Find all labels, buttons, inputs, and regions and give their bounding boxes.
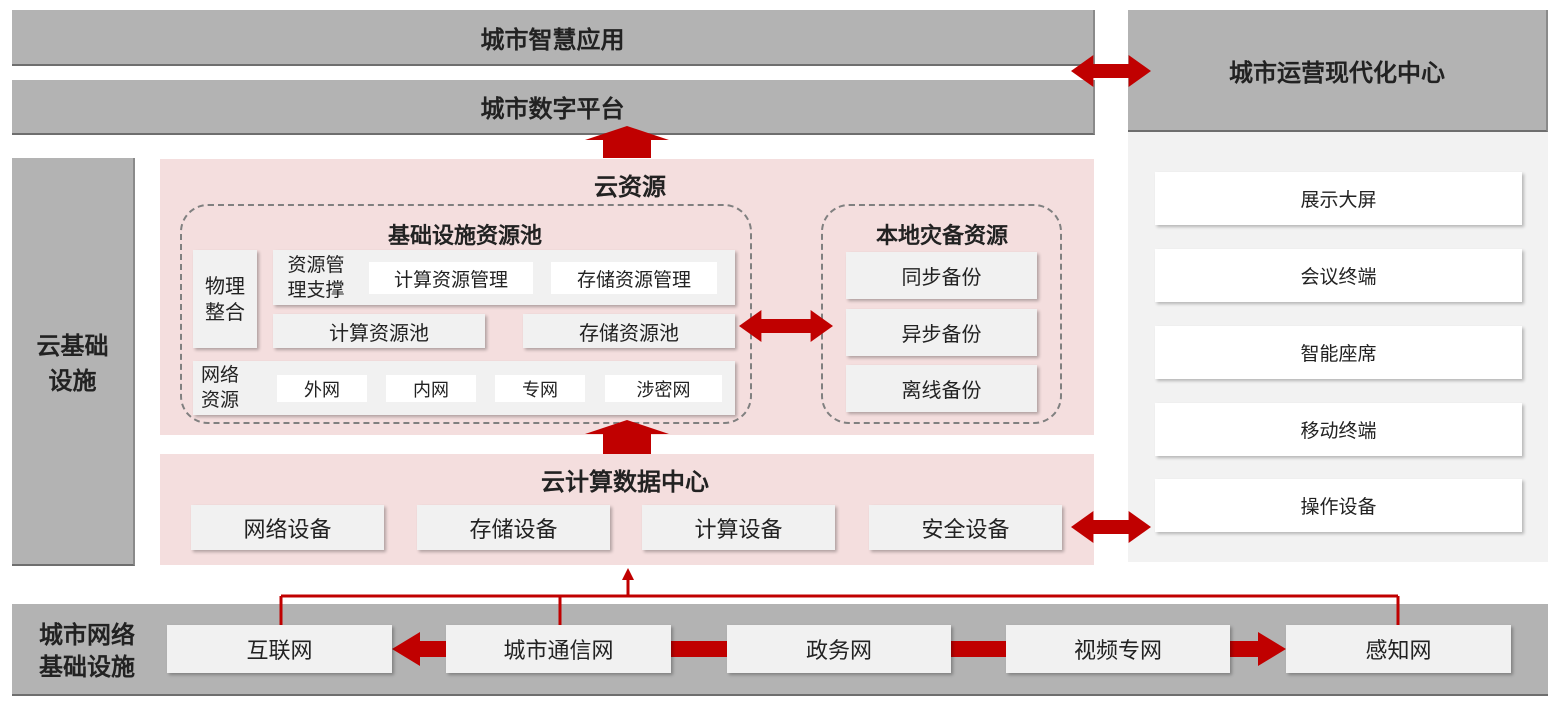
- net-sensing-box: 感知网: [1286, 625, 1511, 673]
- infra-net-label: 政务网: [805, 639, 872, 664]
- net-classified-box: 涉密网: [605, 375, 722, 402]
- device-security-box: 安全设备: [869, 505, 1062, 550]
- cloud-infra-line2: 设施: [48, 367, 97, 395]
- infra-dr-double-arrow: [739, 310, 833, 342]
- dr-item-label: 同步备份: [901, 265, 982, 289]
- compute-pool-box: 计算资源池: [273, 314, 485, 348]
- dr-item-label: 异步备份: [901, 322, 982, 346]
- ops-item-mobile: 移动终端: [1155, 403, 1522, 456]
- infra-net-label: 城市通信网: [503, 639, 614, 664]
- net-external-box: 外网: [277, 375, 367, 402]
- net-gov-box: 政务网: [727, 625, 951, 673]
- dr-title-text: 本地灾备资源: [875, 224, 1008, 249]
- infra-net-label: 感知网: [1365, 639, 1432, 664]
- net-dedicated-box: 专网: [495, 375, 585, 402]
- ops-item-label: 智能座席: [1300, 343, 1377, 365]
- storage-mgmt-label: 存储资源管理: [576, 268, 691, 291]
- gov-video-bar: [951, 641, 1006, 657]
- network-infra-label: 城市网络 基础设施: [14, 616, 160, 686]
- dr-item-label: 离线备份: [901, 378, 982, 402]
- dr-group: [821, 204, 1062, 424]
- net-internet-box: 互联网: [167, 625, 392, 673]
- ops-item-operation: 操作设备: [1155, 479, 1522, 532]
- dr-offline-box: 离线备份: [846, 365, 1037, 412]
- network-res-line1: 网络: [200, 364, 239, 386]
- ops-item-label: 会议终端: [1300, 266, 1377, 288]
- infra-pool-group: [180, 204, 752, 424]
- storage-pool-label: 存储资源池: [579, 320, 679, 345]
- device-label: 网络设备: [243, 517, 332, 543]
- compute-mgmt-label: 计算资源管理: [393, 268, 508, 291]
- mgmt-support-line2: 理支撑: [287, 279, 345, 301]
- net-label: 涉密网: [636, 379, 691, 401]
- network-infra-line2: 基础设施: [39, 653, 135, 681]
- mgmt-support-label: 资源管 理支撑: [276, 252, 356, 304]
- network-resource-label: 网络 资源: [193, 362, 247, 414]
- device-ops-double-arrow: [1071, 511, 1151, 543]
- digital-platform-label: 城市数字平台: [480, 95, 625, 123]
- digital-platform-bar: 城市数字平台: [12, 80, 1095, 135]
- cloud-infra-line1: 云基础: [36, 332, 109, 360]
- ops-platform-double-arrow: [1071, 55, 1151, 87]
- net-label: 外网: [304, 379, 340, 401]
- ops-item-seat: 智能座席: [1155, 326, 1522, 379]
- net-video-box: 视频专网: [1006, 625, 1230, 673]
- ops-item-label: 操作设备: [1300, 496, 1377, 518]
- physical-line2: 整合: [205, 300, 245, 324]
- smart-apps-label: 城市智慧应用: [480, 25, 625, 54]
- datacenter-title: 云计算数据中心: [490, 462, 760, 496]
- ops-item-label: 移动终端: [1300, 420, 1377, 442]
- cloud-resource-title-text: 云资源: [594, 172, 666, 201]
- video-sensing-arrow: [1230, 632, 1286, 666]
- device-storage-box: 存储设备: [417, 505, 610, 550]
- compute-pool-label: 计算资源池: [329, 320, 429, 345]
- telecom-internet-arrow: [392, 632, 446, 666]
- datacenter-to-resource-arrow: [585, 420, 669, 454]
- infra-pool-title-text: 基础设施资源池: [387, 224, 542, 249]
- device-label: 安全设备: [921, 517, 1010, 543]
- device-compute-box: 计算设备: [642, 505, 835, 550]
- connector-up-arrowhead: [622, 568, 634, 580]
- ops-item-label: 展示大屏: [1300, 189, 1377, 211]
- mgmt-support-line1: 资源管: [287, 254, 345, 276]
- network-res-line2: 资源: [200, 389, 239, 411]
- datacenter-title-text: 云计算数据中心: [541, 467, 709, 496]
- infra-net-label: 互联网: [246, 639, 313, 664]
- network-infra-line1: 城市网络: [39, 621, 135, 649]
- ops-item-conference: 会议终端: [1155, 249, 1522, 302]
- dr-title: 本地灾备资源: [832, 218, 1052, 250]
- net-label: 专网: [522, 379, 558, 401]
- dr-async-box: 异步备份: [846, 309, 1037, 356]
- ops-item-display: 展示大屏: [1155, 172, 1522, 225]
- net-city-telecom-box: 城市通信网: [446, 625, 671, 673]
- compute-mgmt-box: 计算资源管理: [369, 262, 533, 294]
- net-internal-box: 内网: [386, 375, 476, 402]
- smart-apps-bar: 城市智慧应用: [12, 10, 1095, 66]
- physical-integration-box: 物理 整合: [193, 250, 257, 348]
- device-network-box: 网络设备: [191, 505, 384, 550]
- device-label: 计算设备: [694, 517, 783, 543]
- telecom-gov-bar: [671, 641, 727, 657]
- storage-mgmt-box: 存储资源管理: [551, 262, 717, 294]
- ops-center-header: 城市运营现代化中心: [1128, 10, 1548, 132]
- resource-to-platform-arrow: [585, 126, 669, 158]
- device-label: 存储设备: [469, 517, 558, 543]
- dr-sync-box: 同步备份: [846, 252, 1037, 299]
- cloud-resource-title: 云资源: [560, 167, 700, 201]
- storage-pool-box: 存储资源池: [523, 314, 735, 348]
- infra-pool-title: 基础设施资源池: [340, 218, 590, 250]
- ops-center-label: 城市运营现代化中心: [1229, 58, 1445, 87]
- infra-net-label: 视频专网: [1073, 639, 1162, 664]
- physical-line1: 物理: [205, 274, 245, 298]
- net-label: 内网: [413, 379, 449, 401]
- cloud-infra-label-bar: 云基础 设施: [12, 158, 135, 566]
